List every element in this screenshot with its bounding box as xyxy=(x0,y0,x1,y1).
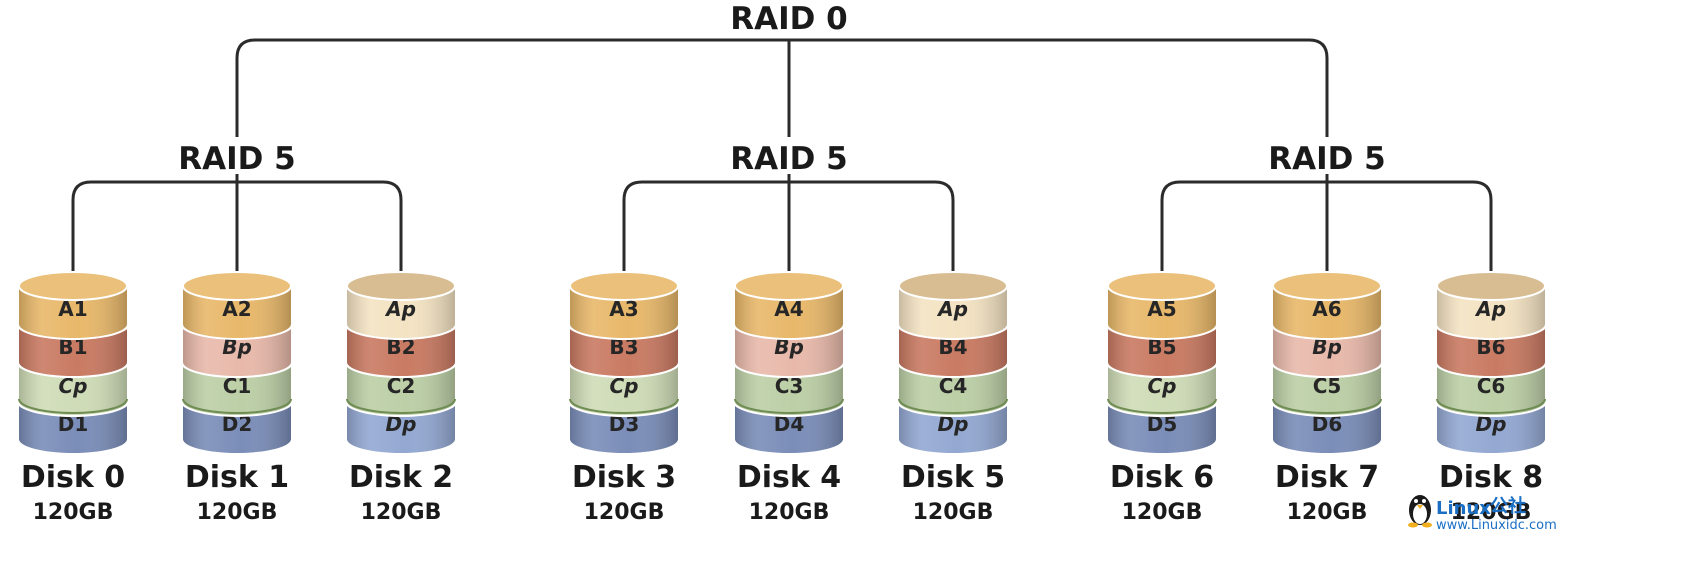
disk-size-0-0: 120GB xyxy=(33,500,114,525)
disk-size-0-1: 120GB xyxy=(197,500,278,525)
connector-lines xyxy=(71,38,1493,280)
disk-name-2-0: Disk 6 xyxy=(1110,460,1214,495)
block-label-0-0-0: A1 xyxy=(58,297,87,321)
raid5-label-2: RAID 5 xyxy=(1268,141,1386,177)
disk-captions: Disk 0 120GB Disk 1 120GB Disk 2 120GB Disk 3 1… xyxy=(21,460,1543,525)
block-label-0-2-0: Ap xyxy=(384,297,416,321)
disk-block-0-1-0: A2 xyxy=(180,271,294,340)
watermark-brand: Linux xyxy=(1436,498,1491,519)
disk-size-1-1: 120GB xyxy=(749,500,830,525)
disk-name-0-0: Disk 0 xyxy=(21,460,125,495)
raid-labels: RAID 0 RAID 5 RAID 5 RAID 5 xyxy=(178,1,1386,177)
watermark-url: www.Linuxidc.com xyxy=(1436,518,1557,533)
disk-name-2-1: Disk 7 xyxy=(1275,460,1379,495)
disk-block-0-0-0: A1 xyxy=(16,271,130,340)
block-label-2-2-0: Ap xyxy=(1474,297,1506,321)
block-label-2-1-0: A6 xyxy=(1312,297,1341,321)
raid5-label-1: RAID 5 xyxy=(730,141,848,177)
disk-block-1-0-0: A3 xyxy=(567,271,681,340)
disk-size-2-0: 120GB xyxy=(1122,500,1203,525)
disk-size-2-1: 120GB xyxy=(1287,500,1368,525)
raid5-connector-1 xyxy=(622,174,955,280)
disk-name-1-2: Disk 5 xyxy=(901,460,1005,495)
raid5-label-0: RAID 5 xyxy=(178,141,296,177)
disk-block-1-1-0: A4 xyxy=(732,271,846,340)
disk-size-2-2: 120GB xyxy=(1451,500,1532,525)
penguin-icon xyxy=(1408,495,1432,528)
disk-name-0-1: Disk 1 xyxy=(185,460,289,495)
disk-block-2-2-0: Ap xyxy=(1434,271,1548,340)
disk-name-0-2: Disk 2 xyxy=(349,460,453,495)
raid5-connector-0 xyxy=(71,174,403,280)
block-label-0-1-0: A2 xyxy=(222,297,251,321)
disk-size-0-2: 120GB xyxy=(361,500,442,525)
disk-name-1-0: Disk 3 xyxy=(572,460,676,495)
block-label-1-0-0: A3 xyxy=(609,297,638,321)
block-label-1-1-0: A4 xyxy=(774,297,803,321)
disk-name-2-2: Disk 8 xyxy=(1439,460,1543,495)
disk-block-2-0-0: A5 xyxy=(1105,271,1219,340)
disk-name-1-1: Disk 4 xyxy=(737,460,841,495)
disk-block-0-2-0: Ap xyxy=(344,271,458,340)
raid0-label: RAID 0 xyxy=(730,1,848,37)
disk-size-1-2: 120GB xyxy=(913,500,994,525)
disk-block-2-1-0: A6 xyxy=(1270,271,1384,340)
raid5-connector-2 xyxy=(1160,174,1493,280)
disk-block-1-2-0: Ap xyxy=(896,271,1010,340)
block-label-2-0-0: A5 xyxy=(1147,297,1176,321)
raid0-connector xyxy=(235,38,1329,137)
block-label-0-1-2: C1 xyxy=(223,374,252,398)
watermark-suffix: 公社 xyxy=(1490,495,1526,517)
block-label-1-2-0: Ap xyxy=(936,297,968,321)
disk-size-1-0: 120GB xyxy=(584,500,665,525)
